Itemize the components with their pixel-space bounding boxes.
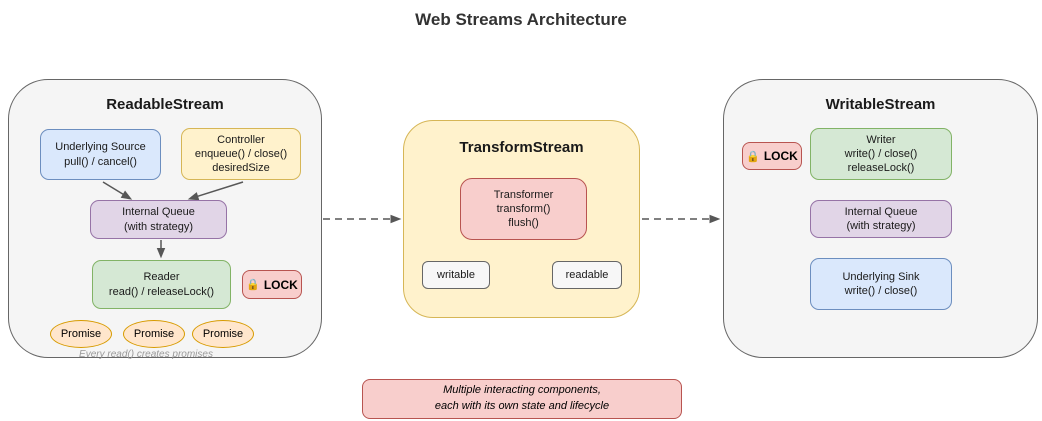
underlying-sink-line1: Underlying Sink [842,270,920,283]
lock-label: LOCK [263,277,298,292]
underlying-sink-node: Underlying Sink write() / close() [810,258,952,310]
readable-stream-title: ReadableStream [106,96,224,113]
controller-line2: enqueue() / close() [194,147,288,160]
writer-line1: Writer [866,133,896,146]
readable-caption: Every read() creates promises [79,349,213,360]
writable-stream-title: WritableStream [825,96,936,113]
transformer-node: Transformer transform() flush() [460,178,587,240]
underlying-source-line2: pull() / cancel() [64,155,137,168]
annotation-line2: each with its own state and lifecycle [434,400,610,412]
writer-line3: releaseLock() [847,162,915,175]
transformer-line1: Transformer [493,188,554,201]
underlying-source-node: Underlying Source pull() / cancel() [40,129,161,180]
writer-node: Writer write() / close() releaseLock() [810,128,952,180]
transformer-line2: transform() [496,202,551,215]
promise-label: Promise [60,328,102,340]
controller-line3: desiredSize [212,162,270,175]
promise-label: Promise [133,328,175,340]
reader-node: Reader read() / releaseLock() [92,260,231,309]
controller-line1: Controller [217,133,265,146]
controller-node: Controller enqueue() / close() desiredSi… [181,128,301,180]
readable-internal-queue-node: Internal Queue (with strategy) [90,200,227,239]
writable-internal-queue-line1: Internal Queue [844,205,918,218]
readable-internal-queue-line2: (with strategy) [123,220,194,233]
promise-ellipse: Promise [50,320,112,348]
lock-icon: 🔒 [746,150,760,163]
transformer-line3: flush() [508,217,539,230]
writable-internal-queue-node: Internal Queue (with strategy) [810,200,952,238]
promise-label: Promise [202,328,244,340]
writable-side-node: writable [422,261,490,289]
writer-line2: write() / close() [844,147,918,160]
readable-side-node: readable [552,261,622,289]
readable-side-label: readable [565,268,609,281]
writable-internal-queue-line2: (with strategy) [846,220,916,232]
promise-ellipse: Promise [123,320,185,348]
readable-internal-queue-line1: Internal Queue [122,206,195,219]
transform-stream-title: TransformStream [459,139,584,156]
arrow-readable-to-transform [323,214,402,224]
lock-label: LOCK [763,149,798,163]
readable-lock-badge: 🔒 LOCK [242,270,302,299]
reader-line1: Reader [143,271,180,284]
underlying-source-line1: Underlying Source [55,141,146,154]
writable-side-label: writable [437,268,475,281]
arrow-transform-to-writable [642,214,721,224]
writable-lock-badge: 🔒 LOCK [742,142,802,170]
annotation-box: Multiple interacting components, each wi… [362,379,682,419]
promise-ellipse: Promise [192,320,254,348]
page-title: Web Streams Architecture [415,10,627,29]
underlying-sink-line2: write() / close() [844,285,918,297]
reader-line2: read() / releaseLock() [108,285,215,298]
lock-icon: 🔒 [246,279,260,291]
annotation-line1: Multiple interacting components, [443,384,601,397]
